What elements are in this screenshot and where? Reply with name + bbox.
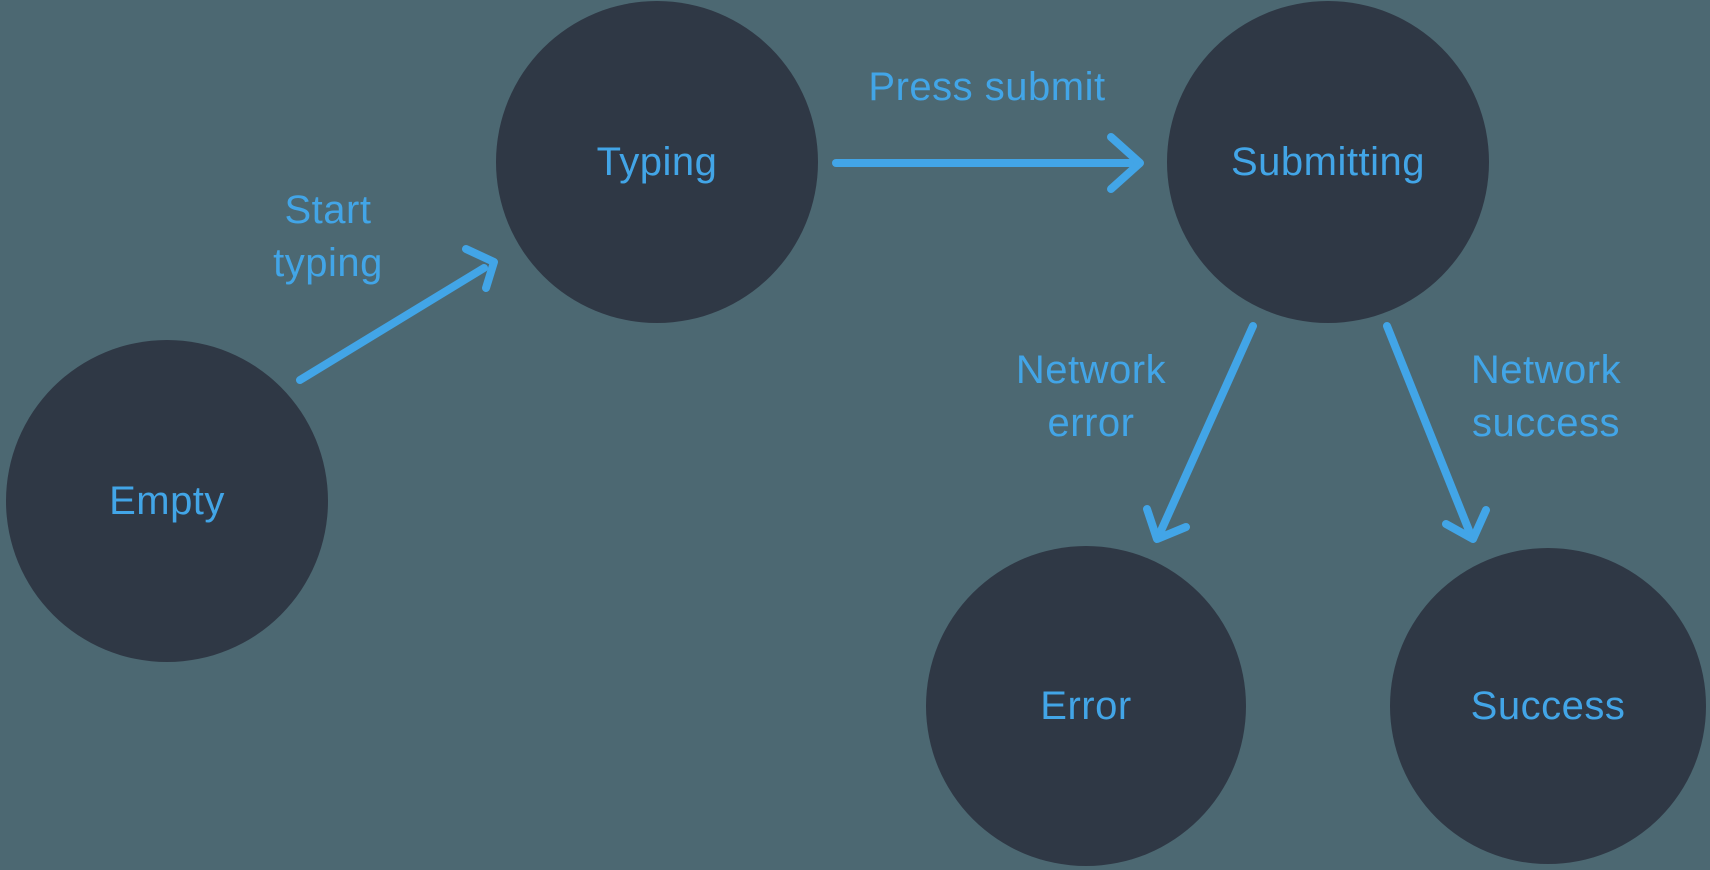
arrow-start-typing: [296, 245, 498, 384]
transition-label-network-success: Network success: [1470, 348, 1622, 445]
arrow-shaft: [1383, 322, 1474, 537]
state-label-success: Success: [1470, 683, 1626, 728]
arrow-shaft: [1156, 322, 1257, 537]
state-label-submitting: Submitting: [1231, 139, 1425, 184]
state-node-empty: Empty: [6, 340, 328, 662]
arrow-shaft: [296, 264, 488, 384]
transition-label-press-submit: Press submit: [868, 65, 1106, 109]
arrow-network-success: [1383, 322, 1490, 543]
arrow-press-submit: [832, 133, 1144, 193]
state-node-success: Success: [1390, 548, 1706, 864]
arrow-network-error: [1143, 322, 1257, 543]
state-label-typing: Typing: [596, 139, 718, 184]
arrowhead-icon: [1442, 506, 1490, 543]
state-node-error: Error: [926, 546, 1246, 866]
transition-label-start-typing: Start typing: [273, 188, 383, 285]
arrowhead-icon: [1107, 133, 1144, 193]
state-node-typing: Typing: [496, 1, 818, 323]
state-node-submitting: Submitting: [1167, 1, 1489, 323]
arrowhead-icon: [1143, 505, 1190, 543]
arrowhead-icon: [462, 245, 498, 292]
transition-label-network-error: Network error: [1015, 348, 1167, 445]
state-label-error: Error: [1040, 683, 1132, 728]
state-label-empty: Empty: [109, 478, 225, 523]
